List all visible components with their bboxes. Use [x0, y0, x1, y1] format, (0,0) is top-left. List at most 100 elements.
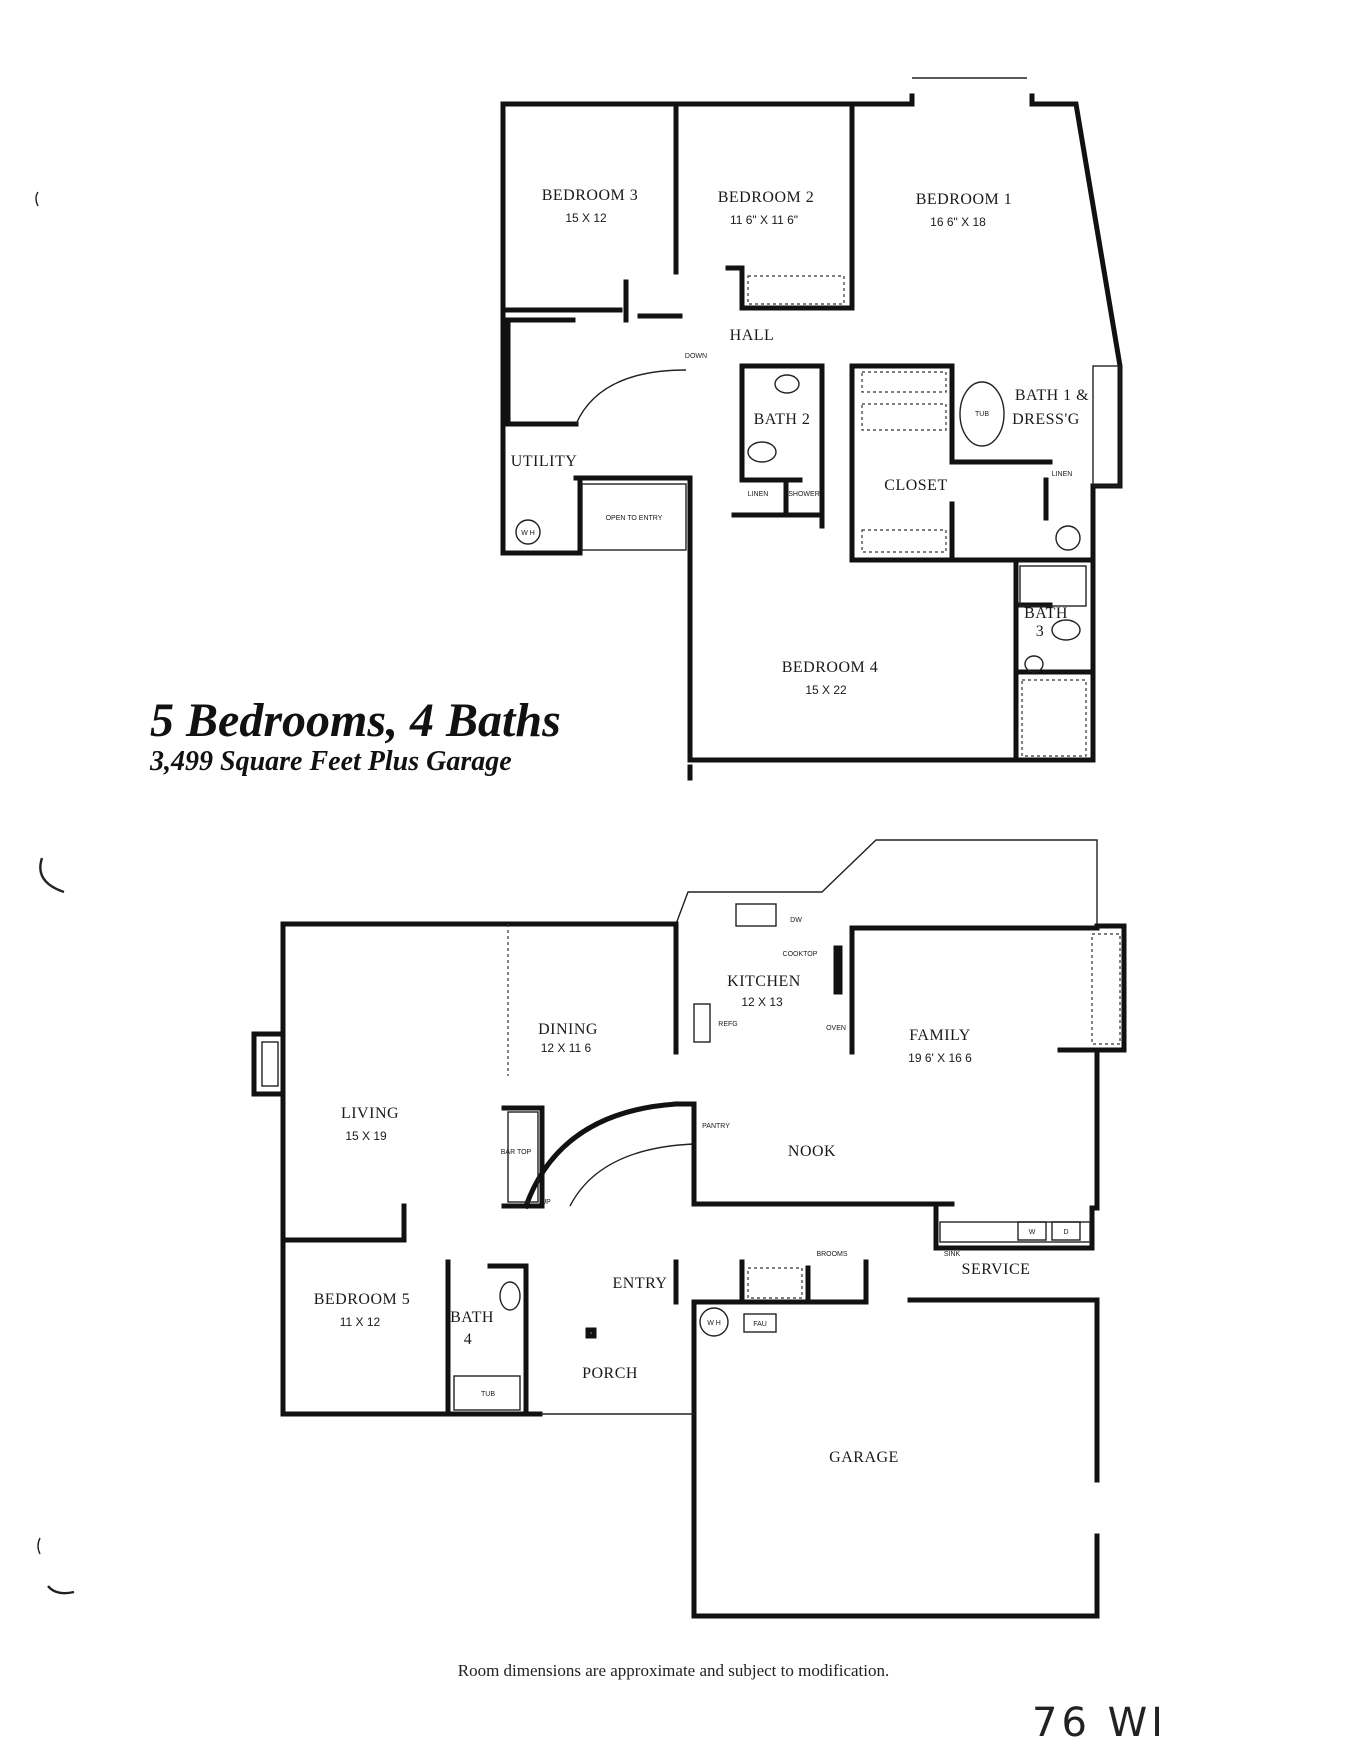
lower-floor-walls — [251, 839, 1127, 1619]
fixture-label-wh-lower: W H — [707, 1320, 721, 1327]
room-label-bedroom-3: BEDROOM 3 — [542, 187, 639, 204]
upper-floor-walls — [500, 77, 1123, 781]
dryer-icon — [1051, 1221, 1081, 1241]
room-dims-living: 15 X 19 — [345, 1129, 387, 1143]
handwritten-note: 76 WI — [1032, 1700, 1167, 1746]
bath-3-tub-icon — [1019, 565, 1087, 607]
lower-stair-curve-outer — [522, 1101, 679, 1210]
room-label-nook: NOOK — [788, 1143, 836, 1160]
fixture-label-bar-top: BAR TOP — [501, 1149, 532, 1156]
fixture-label-wh: W H — [521, 530, 535, 537]
room-label-kitchen: KITCHEN — [727, 973, 801, 990]
room-label-closet: CLOSET — [884, 477, 947, 494]
fau-icon — [743, 1313, 777, 1333]
room-dims-family: 19 6' X 16 6 — [908, 1051, 972, 1065]
room-label-bath-2: BATH 2 — [754, 411, 811, 428]
front-door-mark — [585, 1327, 597, 1339]
room-dims-bedroom-5: 11 X 12 — [340, 1315, 381, 1329]
upper-floor-labels: BEDROOM 3 15 X 12 BEDROOM 2 11 6" X 11 6… — [511, 187, 1089, 697]
refrigerator-icon — [693, 1003, 711, 1043]
room-label-living: LIVING — [341, 1105, 399, 1122]
upper-stair-curve — [575, 369, 687, 425]
walkin-closet-racks — [861, 403, 947, 431]
upper-water-heater-icon — [515, 519, 541, 545]
washer-icon — [1017, 1221, 1047, 1241]
room-label-bath-1: BATH 1 & — [1015, 387, 1089, 404]
fixture-label-down: DOWN — [685, 353, 707, 360]
room-dims-kitchen: 12 X 13 — [741, 995, 783, 1009]
room-label-entry: ENTRY — [613, 1275, 668, 1292]
room-label-service: SERVICE — [962, 1261, 1031, 1278]
room-label-hall: HALL — [730, 327, 775, 344]
bath-3-sink-icon — [1024, 655, 1044, 673]
bath-2-toilet-icon — [747, 441, 777, 463]
lower-floor-labels: KITCHEN 12 X 13 DINING 12 X 11 6 LIVING … — [314, 917, 1069, 1466]
upper-tub-icon — [959, 381, 1005, 447]
bedroom-1-closet-top — [861, 371, 947, 393]
fixture-label-linen-a: LINEN — [748, 491, 769, 498]
fixture-label-fau: FAU — [753, 1321, 767, 1328]
fixture-label-dw: DW — [790, 917, 802, 924]
room-label-bedroom-4: BEDROOM 4 — [782, 659, 879, 676]
plan-subtitle: 3,499 Square Feet Plus Garage — [150, 746, 512, 777]
fixture-label-oven: OVEN — [826, 1025, 846, 1032]
bath-1-window-bay — [1092, 365, 1121, 487]
fixture-label-open-to-entry: OPEN TO ENTRY — [606, 515, 663, 522]
bar-top-counter — [507, 1111, 539, 1203]
plan-title: 5 Bedrooms, 4 Baths — [150, 694, 561, 747]
room-dims-bedroom-4: 15 X 22 — [805, 683, 847, 697]
fixture-label-tub: TUB — [975, 411, 989, 418]
family-fireplace — [1091, 933, 1121, 1045]
lower-floor-fixtures — [453, 903, 1091, 1411]
room-label-dining: DINING — [538, 1021, 598, 1038]
bath-4-toilet-icon — [499, 1281, 521, 1311]
fixture-label-sink: SINK — [944, 1251, 961, 1258]
room-label-bath-3: BATH — [1024, 605, 1068, 622]
fixture-label-refg: REFG — [718, 1021, 737, 1028]
bath-3-toilet-icon — [1051, 619, 1081, 641]
room-label-utility: UTILITY — [511, 453, 578, 470]
fixture-label-up: UP — [541, 1199, 551, 1206]
room-label-bath-4-number: 4 — [464, 1331, 473, 1348]
bath-4-tub-icon — [453, 1375, 521, 1411]
upper-floor-fixtures — [515, 275, 1121, 757]
room-label-dressing: DRESS'G — [1012, 411, 1080, 428]
room-dims-dining: 12 X 11 6 — [541, 1041, 592, 1055]
room-label-bath-3-number: 3 — [1036, 623, 1045, 640]
fixture-label-linen-b: LINEN — [1052, 471, 1073, 478]
binder-hole-marks — [35, 191, 75, 1595]
room-label-bedroom-2: BEDROOM 2 — [718, 189, 815, 206]
kitchen-sink-icon — [735, 903, 777, 927]
room-dims-bedroom-2: 11 6" X 11 6" — [730, 213, 798, 227]
open-to-entry-box — [581, 483, 687, 551]
fixture-label-shower: SHOWER — [788, 491, 820, 498]
cooktop-block — [833, 945, 843, 995]
room-label-bedroom-5: BEDROOM 5 — [314, 1291, 411, 1308]
plan-headline: 5 Bedrooms, 4 Baths 3,499 Square Feet Pl… — [150, 696, 670, 778]
room-dims-bedroom-3: 15 X 12 — [565, 211, 607, 225]
living-fireplace — [261, 1041, 279, 1087]
fixture-label-dryer: D — [1063, 1229, 1068, 1236]
bath-2-sink-icon — [774, 374, 800, 394]
room-label-bath-4: BATH — [450, 1309, 494, 1326]
fixture-label-washer: W — [1029, 1229, 1036, 1236]
bath-1-toilet-icon — [1055, 525, 1081, 551]
lower-water-heater-icon — [699, 1307, 729, 1337]
room-label-porch: PORCH — [582, 1365, 638, 1382]
room-dims-bedroom-1: 16 6" X 18 — [930, 215, 986, 229]
lower-stair-curve-inner — [569, 1143, 695, 1207]
fixture-label-cooktop: COOKTOP — [783, 951, 818, 958]
bedroom-2-closet — [747, 275, 845, 305]
brooms-closet — [747, 1267, 803, 1299]
room-label-family: FAMILY — [909, 1027, 971, 1044]
room-label-garage: GARAGE — [829, 1449, 899, 1466]
bedroom-4-closet — [1021, 679, 1087, 757]
room-label-bedroom-1: BEDROOM 1 — [916, 191, 1013, 208]
fixture-label-pantry: PANTRY — [702, 1123, 730, 1130]
service-counter — [939, 1221, 1091, 1243]
fixture-label-tub-lower: TUB — [481, 1391, 495, 1398]
fixture-label-brooms: BROOMS — [816, 1251, 847, 1258]
lower-floor-plan: KITCHEN 12 X 13 DINING 12 X 11 6 LIVING … — [251, 839, 1127, 1619]
dimension-disclaimer: Room dimensions are approximate and subj… — [457, 1661, 890, 1680]
